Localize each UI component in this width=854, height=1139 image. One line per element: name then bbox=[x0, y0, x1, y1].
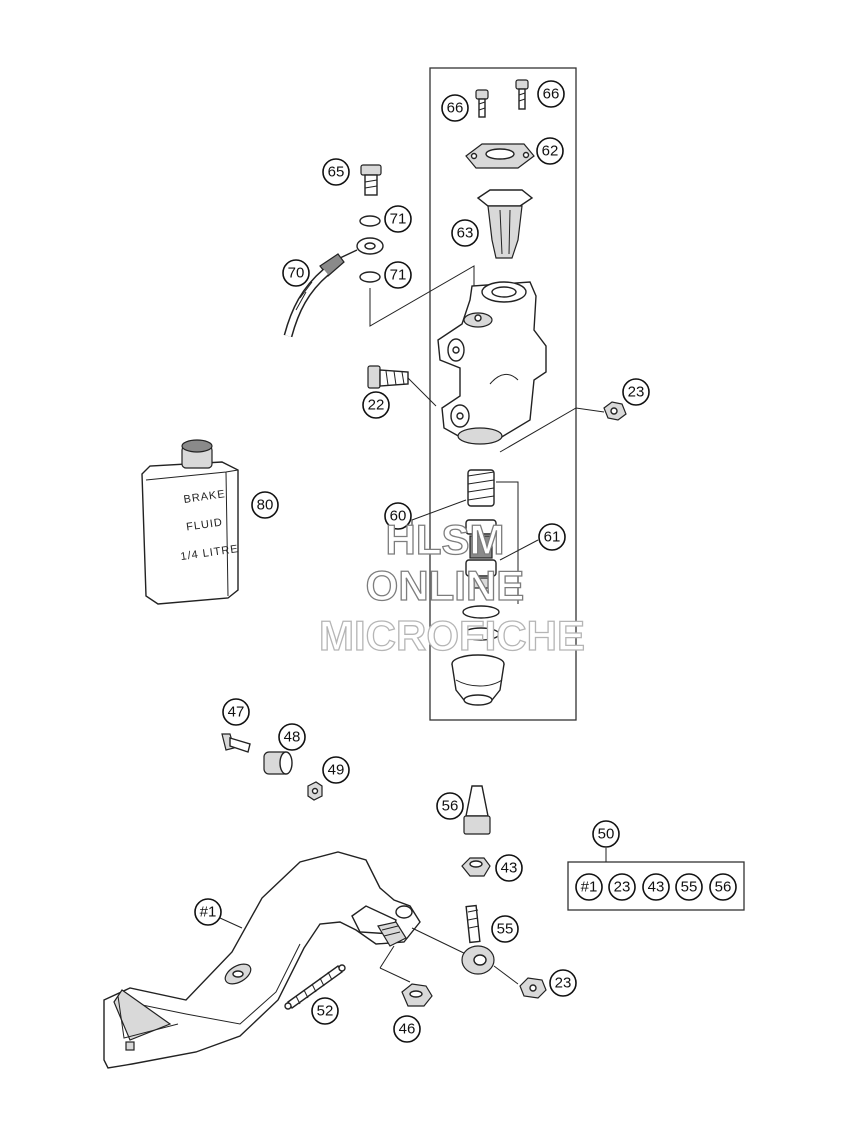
svg-text:62: 62 bbox=[542, 143, 559, 160]
washer-71-upper bbox=[359, 215, 381, 227]
kit-item-55: 55 bbox=[675, 873, 703, 901]
watermark-line2: ONLINE bbox=[366, 562, 525, 609]
callout-22: 22 bbox=[362, 391, 390, 419]
piston-bracket-right bbox=[496, 481, 519, 604]
pushrod-56 bbox=[463, 785, 491, 835]
svg-text:23: 23 bbox=[628, 384, 645, 401]
svg-text:55: 55 bbox=[497, 921, 514, 938]
callout-48: 48 bbox=[278, 723, 306, 751]
callout-56: 56 bbox=[436, 792, 464, 820]
svg-text:#1: #1 bbox=[200, 904, 217, 921]
svg-text:49: 49 bbox=[328, 762, 345, 779]
svg-text:#1: #1 bbox=[581, 879, 598, 896]
svg-text:66: 66 bbox=[447, 100, 464, 117]
brake-fluid-bottle-80 bbox=[141, 439, 239, 605]
svg-text:71: 71 bbox=[390, 211, 407, 228]
callout-23-upper: 23 bbox=[622, 378, 650, 406]
svg-text:43: 43 bbox=[501, 860, 518, 877]
svg-text:52: 52 bbox=[317, 1003, 334, 1020]
seal-ring-upper bbox=[462, 605, 500, 619]
nut-46 bbox=[401, 983, 433, 1007]
nut-23-upper bbox=[499, 401, 627, 453]
nut-49 bbox=[307, 781, 323, 801]
kit-item-23: 23 bbox=[608, 873, 636, 901]
callout-1: #1 bbox=[194, 898, 222, 926]
callout-62: 62 bbox=[536, 137, 564, 165]
screw-66-left bbox=[475, 89, 489, 118]
svg-text:80: 80 bbox=[257, 497, 274, 514]
watermark-line3: MICROFICHE bbox=[319, 612, 585, 659]
callout-80: 80 bbox=[251, 491, 279, 519]
svg-text:48: 48 bbox=[284, 729, 301, 746]
svg-text:66: 66 bbox=[543, 86, 560, 103]
callout-50: 50 bbox=[592, 820, 620, 848]
svg-text:55: 55 bbox=[681, 879, 698, 896]
screw-66-right bbox=[515, 79, 529, 110]
callout-46: 46 bbox=[393, 1015, 421, 1043]
fluid-reservoir-63 bbox=[476, 189, 534, 259]
banjo-bolt-65 bbox=[360, 164, 382, 196]
brake-hose-70 bbox=[283, 237, 384, 338]
callout-63: 63 bbox=[451, 219, 479, 247]
svg-text:65: 65 bbox=[328, 164, 345, 181]
callout-71-lower: 71 bbox=[384, 261, 412, 289]
nut-43 bbox=[461, 857, 491, 877]
svg-text:70: 70 bbox=[288, 265, 305, 282]
seal-ring-lower bbox=[462, 627, 500, 641]
bolt-22 bbox=[367, 365, 437, 407]
svg-text:60: 60 bbox=[390, 508, 407, 525]
svg-text:61: 61 bbox=[544, 529, 561, 546]
bushing-48 bbox=[263, 751, 293, 775]
piston-bracket-left bbox=[411, 499, 467, 550]
kit-item-56: 56 bbox=[709, 873, 737, 901]
callout-43: 43 bbox=[495, 854, 523, 882]
svg-text:23: 23 bbox=[555, 975, 572, 992]
callout-65: 65 bbox=[322, 158, 350, 186]
kit-item-1: #1 bbox=[575, 873, 603, 901]
leader-pedal bbox=[219, 917, 243, 929]
callout-47: 47 bbox=[222, 698, 250, 726]
svg-text:56: 56 bbox=[715, 879, 732, 896]
return-spring-52 bbox=[284, 964, 346, 1010]
callout-23-lower: 23 bbox=[549, 969, 577, 997]
callout-66-right: 66 bbox=[537, 80, 565, 108]
brake-pedal-1 bbox=[103, 851, 471, 1069]
callout-60: 60 bbox=[384, 502, 412, 530]
svg-text:23: 23 bbox=[614, 879, 631, 896]
svg-text:47: 47 bbox=[228, 704, 245, 721]
nut-23-lower bbox=[519, 977, 547, 999]
bottle-label-line1: BRAKE bbox=[183, 488, 227, 506]
callout-49: 49 bbox=[322, 756, 350, 784]
svg-text:22: 22 bbox=[368, 397, 385, 414]
washer-71-lower bbox=[359, 271, 381, 283]
master-cylinder-frame bbox=[429, 67, 577, 721]
svg-text:71: 71 bbox=[390, 267, 407, 284]
kit-box-50 bbox=[567, 861, 745, 911]
callout-55: 55 bbox=[491, 915, 519, 943]
svg-text:50: 50 bbox=[598, 826, 615, 843]
svg-text:43: 43 bbox=[648, 879, 665, 896]
piston-spring bbox=[467, 469, 495, 507]
svg-text:56: 56 bbox=[442, 798, 459, 815]
reservoir-cap-62 bbox=[465, 143, 535, 169]
callout-61: 61 bbox=[538, 523, 566, 551]
rubber-boot bbox=[451, 654, 505, 706]
callout-71-upper: 71 bbox=[384, 205, 412, 233]
kit-item-43: 43 bbox=[642, 873, 670, 901]
bottle-label-line2: FLUID bbox=[186, 517, 224, 534]
master-cylinder-body bbox=[437, 281, 547, 445]
callout-52: 52 bbox=[311, 997, 339, 1025]
clevis-55 bbox=[461, 904, 519, 985]
svg-text:63: 63 bbox=[457, 225, 474, 242]
watermark-line1: HLSM bbox=[386, 516, 505, 563]
callout-66-left: 66 bbox=[441, 94, 469, 122]
screw-47 bbox=[221, 733, 251, 753]
callout-70: 70 bbox=[282, 259, 310, 287]
svg-text:46: 46 bbox=[399, 1021, 416, 1038]
piston-61 bbox=[465, 519, 539, 589]
